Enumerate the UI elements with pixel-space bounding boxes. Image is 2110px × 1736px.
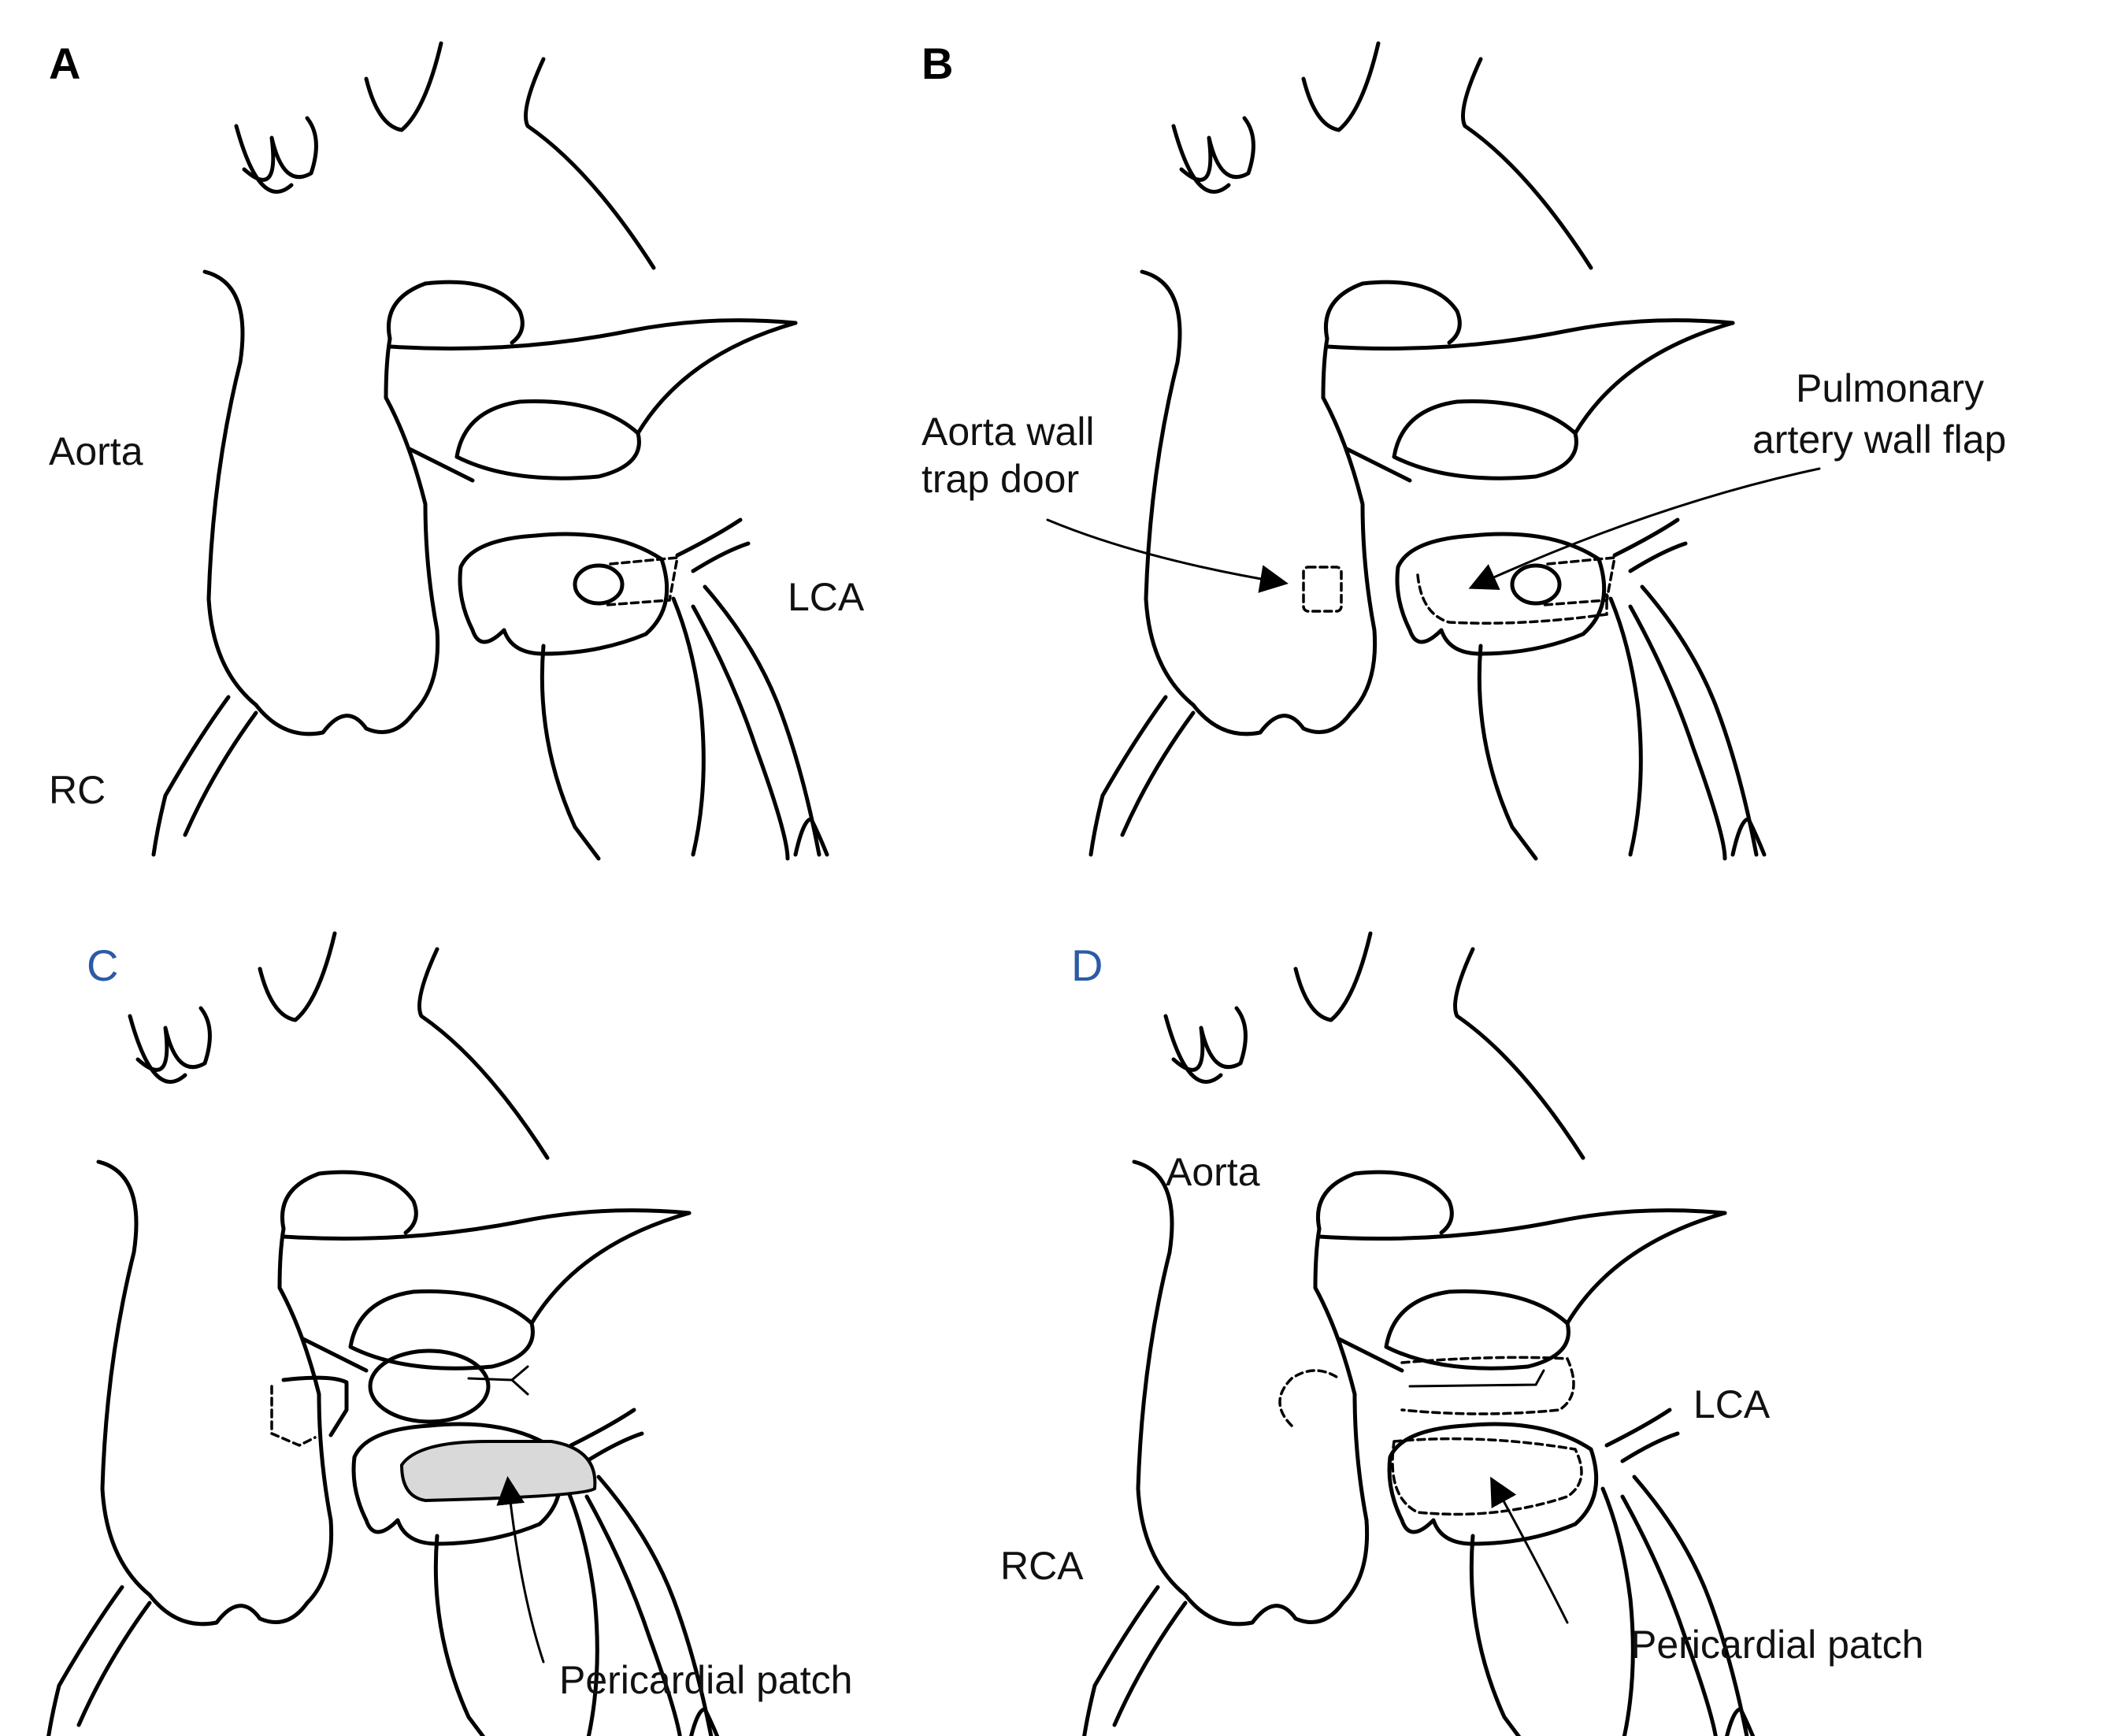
label-pericardial-patch-d: Pericardial patch xyxy=(1630,1623,1923,1667)
label-pa-flap-1: Pulmonary xyxy=(1796,366,1984,410)
tunnel-c xyxy=(270,1348,529,1447)
label-rc-a: RC xyxy=(49,768,106,812)
label-lca-d: LCA xyxy=(1693,1382,1771,1426)
panel-letter-b: B xyxy=(922,39,953,88)
trap-door-b xyxy=(1302,566,1343,613)
panel-b: B Aorta wall trap door Pulmonary artery … xyxy=(922,39,2006,859)
tunnel-d xyxy=(1278,1356,1583,1516)
label-rca-d: RCA xyxy=(1000,1544,1084,1588)
arrow-trap-door xyxy=(1046,518,1289,593)
label-lca-a: LCA xyxy=(788,575,865,619)
panel-letter-a: A xyxy=(49,39,80,88)
pericardial-patch-c xyxy=(399,1440,597,1503)
arrow-patch-c xyxy=(496,1476,545,1664)
lca-ostium-a xyxy=(573,556,680,606)
label-pericardial-patch-c: Pericardial patch xyxy=(559,1658,852,1702)
arrow-patch-d xyxy=(1490,1476,1569,1624)
panel-letter-d: D xyxy=(1071,940,1103,990)
label-aorta-d: Aorta xyxy=(1166,1150,1260,1194)
label-aorta-trap-1: Aorta wall xyxy=(922,410,1095,454)
label-aorta-a: Aorta xyxy=(49,429,143,473)
panel-d: D Aorta LCA RCA Pericardial patch xyxy=(1000,933,1923,1736)
panel-c: C Pericardial patch xyxy=(47,933,852,1736)
label-aorta-trap-2: trap door xyxy=(922,457,1079,501)
panel-letter-c: C xyxy=(87,940,118,990)
pa-flap-b xyxy=(1416,556,1617,625)
label-pa-flap-2: artery wall flap xyxy=(1752,417,2006,462)
arrow-pa-flap xyxy=(1468,467,1821,590)
panel-a: A Aorta LCA RC xyxy=(49,39,865,859)
